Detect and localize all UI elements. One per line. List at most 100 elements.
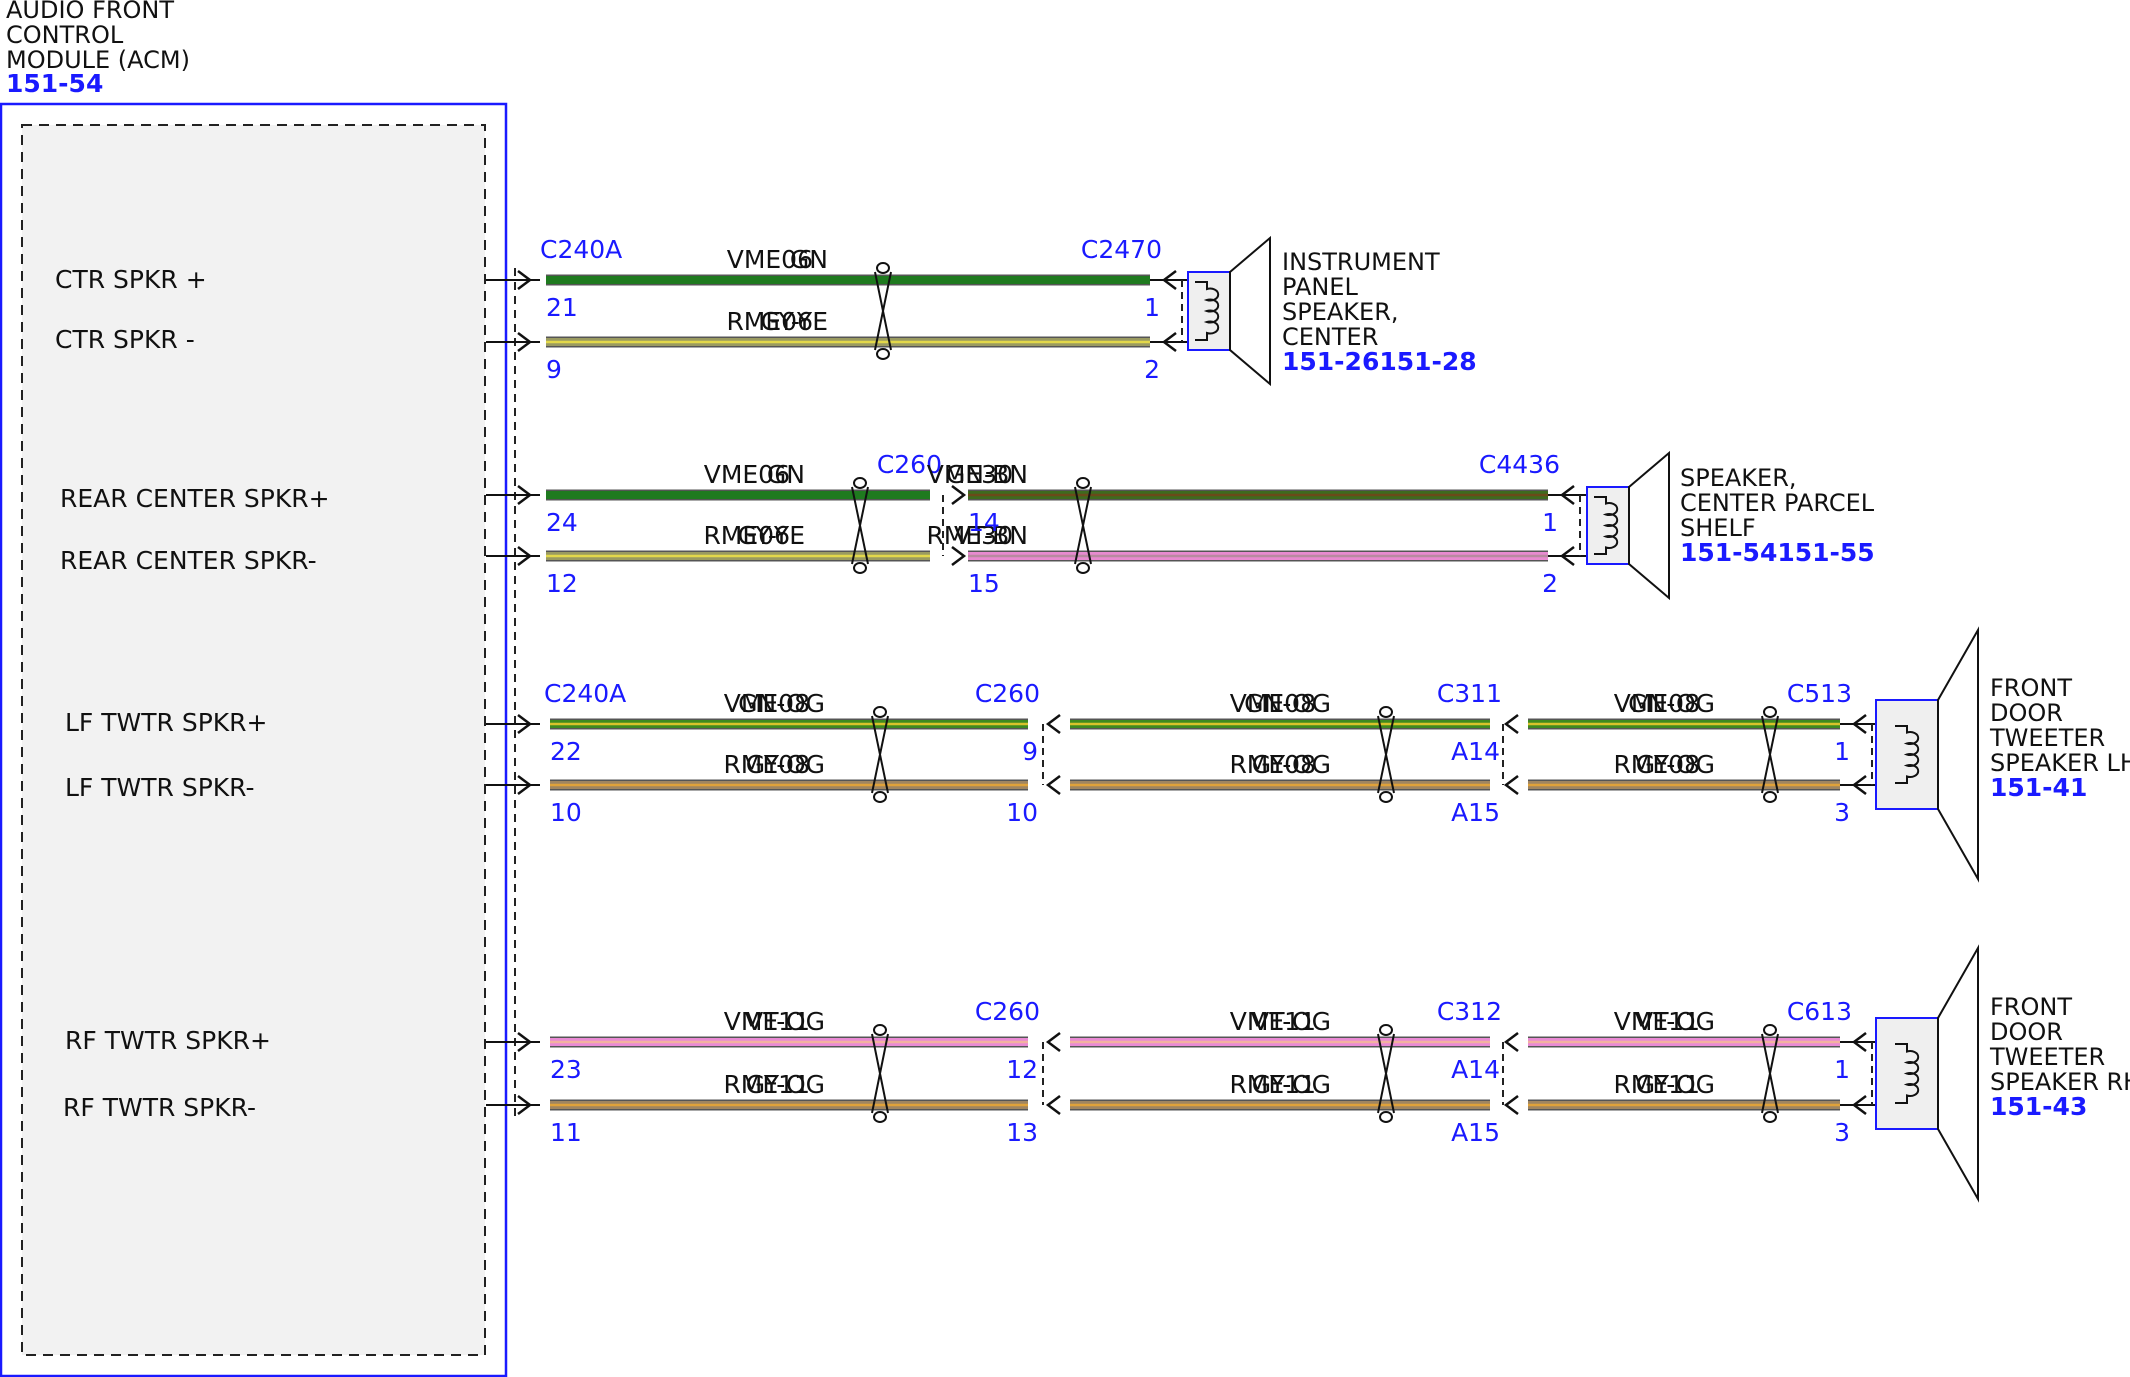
circuit-1-seg-0-twist-bottom xyxy=(853,562,867,574)
circuit-2-seg-0-pos-circuit: VME08 xyxy=(724,689,810,718)
speaker-0-arrow-neg xyxy=(1161,332,1177,352)
speaker-0-name-line-0: INSTRUMENT xyxy=(1282,248,1440,276)
circuit-2-seg-1-twist-bottom xyxy=(1379,791,1393,803)
speaker-0-coil-icon xyxy=(1195,281,1220,341)
speaker-3-name-line-0: FRONT xyxy=(1990,993,2072,1021)
circuit-1-seg-1-pos-pin-left: 14 xyxy=(968,508,1000,537)
circuit-2-seg-1-twist-top xyxy=(1379,706,1393,718)
circuit-0-seg-0-twist-bottom xyxy=(876,348,890,360)
circuit-3-seg-1-pos-circuit: VME11 xyxy=(1230,1007,1316,1036)
circuit-3-seg-1-pos-pin-right: A14 xyxy=(1451,1055,1500,1084)
circuit-0-seg-0-pos-pin-left: 21 xyxy=(546,293,578,322)
acm-arrow-0-neg xyxy=(517,332,533,352)
circuit-2-seg-2-twist-bottom xyxy=(1763,791,1777,803)
circuit-0-seg-0-pos-pin-right: 1 xyxy=(1144,293,1160,322)
speaker-3-name-line-1: DOOR xyxy=(1990,1018,2063,1046)
speaker-2-name-line-3: SPEAKER LH xyxy=(1990,749,2130,777)
speaker-3-ref: 151-43 xyxy=(1990,1092,2087,1121)
speaker-3-arrow-pos xyxy=(1851,1032,1867,1052)
circuit-1-seg-1-neg-color: VT-BN xyxy=(954,521,1028,550)
acm-title-line-1: AUDIO FRONT xyxy=(6,0,174,24)
speaker-1-arrow-neg xyxy=(1559,546,1575,566)
acm-signal-rf-pos: RF TWTR SPKR+ xyxy=(65,1026,271,1055)
circuit-1-seg-1-join-arrow-neg xyxy=(951,546,967,566)
circuit-3-seg-0-neg-pin-left: 11 xyxy=(550,1118,582,1147)
circuit-0-seg-0-conn-right: C2470 xyxy=(1081,235,1162,264)
acm-ref: 151-54 xyxy=(6,69,103,98)
circuit-3-seg-0-pos-color: VT-OG xyxy=(746,1007,825,1036)
circuit-1-seg-1-twist-top xyxy=(1076,477,1090,489)
speaker-1-arrow-pos xyxy=(1559,485,1575,505)
circuit-2-seg-0-pos-color: GN-OG xyxy=(738,689,825,718)
circuit-3-seg-2-twist xyxy=(1761,1033,1779,1114)
circuit-3-seg-2-neg-circuit: RME11 xyxy=(1613,1070,1700,1099)
speaker-0-ref: 151-26151-28 xyxy=(1282,347,1477,376)
circuit-2-seg-0-twist xyxy=(871,715,889,794)
circuit-2-seg-2-conn-right: C513 xyxy=(1787,679,1852,708)
circuit-1-seg-1-pos-pin-right: 1 xyxy=(1542,508,1558,537)
circuit-2-seg-0-conn-left: C240A xyxy=(544,679,626,708)
acm-signal-ctr-pos: CTR SPKR + xyxy=(55,265,207,294)
circuit-1-seg-0-neg-pin-left: 12 xyxy=(546,569,578,598)
circuit-2-seg-1-neg-color: GY-OG xyxy=(1252,750,1331,779)
circuit-2-seg-1-neg-pin-right: A15 xyxy=(1451,798,1500,827)
circuit-3-seg-0-neg-circuit: RME11 xyxy=(723,1070,810,1099)
circuit-2-seg-0-twist-bottom xyxy=(873,791,887,803)
speaker-0-cone-icon xyxy=(1229,235,1271,387)
circuit-2-seg-2-pos-pin-right: 1 xyxy=(1834,737,1850,766)
circuit-3-seg-2-neg-pin-right: 3 xyxy=(1834,1118,1850,1147)
circuit-3-seg-1-neg-color: GY-OG xyxy=(1252,1070,1331,1099)
speaker-3-arrow-neg xyxy=(1851,1095,1867,1115)
speaker-1-name-line-0: SPEAKER, xyxy=(1680,464,1797,492)
speaker-2-name-line-2: TWEETER xyxy=(1989,724,2105,752)
circuit-3-seg-1-conn-right: C312 xyxy=(1437,997,1502,1026)
acm-signal-rf-neg: RF TWTR SPKR- xyxy=(63,1093,256,1122)
circuit-1-seg-0-conn-right: C260 xyxy=(877,450,942,479)
circuit-3-seg-1-twist-bottom xyxy=(1379,1111,1393,1123)
speaker-1-name-line-1: CENTER PARCEL xyxy=(1680,489,1875,517)
acm-arrow-1-neg xyxy=(517,546,533,566)
circuit-3-seg-2-join-arrow-pos xyxy=(1503,1032,1519,1052)
circuit-2-seg-0-conn-right: C260 xyxy=(975,679,1040,708)
speaker-2-arrow-pos xyxy=(1851,714,1867,734)
circuit-2-seg-2-pos-color: GN-OG xyxy=(1628,689,1715,718)
circuit-1-seg-0-pos-color: GN xyxy=(767,460,805,489)
circuit-1-seg-1-twist xyxy=(1074,486,1092,565)
speaker-0-name-line-3: CENTER xyxy=(1282,323,1378,351)
circuit-3-seg-2-pos-circuit: VME11 xyxy=(1614,1007,1700,1036)
speaker-3-cone-icon xyxy=(1937,944,1979,1203)
circuit-2-seg-2-neg-circuit: RME08 xyxy=(1613,750,1700,779)
circuit-3-seg-2-neg-color: GY-OG xyxy=(1636,1070,1715,1099)
circuit-2-seg-1-join-arrow-pos xyxy=(1045,714,1061,734)
circuit-3-seg-0-neg-pin-right: 13 xyxy=(1006,1118,1038,1147)
circuit-1-seg-1-conn-right: C4436 xyxy=(1479,450,1560,479)
circuit-0-seg-0-neg-circuit: RME06 xyxy=(726,307,813,336)
speaker-2-coil-icon xyxy=(1895,725,1920,784)
acm-module-body xyxy=(21,124,486,1356)
speaker-2-ref: 151-41 xyxy=(1990,773,2087,802)
circuit-1-seg-0-twist xyxy=(851,486,869,565)
acm-signal-ctr-neg: CTR SPKR - xyxy=(55,325,195,354)
circuit-3-seg-0-pos-circuit: VME11 xyxy=(724,1007,810,1036)
circuit-2-seg-2-join-arrow-neg xyxy=(1503,775,1519,795)
circuit-1-seg-1-pos-circuit: VME30 xyxy=(927,460,1013,489)
circuit-3-seg-1-twist xyxy=(1377,1033,1395,1114)
acm-signal-lf-pos: LF TWTR SPKR+ xyxy=(65,708,268,737)
circuit-3-seg-2-conn-right: C613 xyxy=(1787,997,1852,1026)
circuit-0-seg-0-neg-pin-left: 9 xyxy=(546,355,562,384)
circuit-3-seg-0-pos-pin-left: 23 xyxy=(550,1055,582,1084)
circuit-2-seg-0-twist-top xyxy=(873,706,887,718)
circuit-1-seg-0-pos-circuit: VME06 xyxy=(704,460,790,489)
speaker-1-ref: 151-54151-55 xyxy=(1680,538,1875,567)
circuit-2-seg-2-twist-top xyxy=(1763,706,1777,718)
circuit-1-seg-1-pos-color: GN-BN xyxy=(946,460,1028,489)
circuit-0-seg-0-pos-circuit: VME06 xyxy=(727,245,813,274)
circuit-0-seg-0-neg-pin-right: 2 xyxy=(1144,355,1160,384)
circuit-0-seg-0-twist xyxy=(874,271,892,351)
circuit-2-seg-1-conn-right: C311 xyxy=(1437,679,1502,708)
circuit-0-seg-0-neg-color: GY-YE xyxy=(760,307,828,336)
circuit-0-seg-0-conn-left: C240A xyxy=(540,235,622,264)
circuit-2-seg-0-pos-pin-left: 22 xyxy=(550,737,582,766)
